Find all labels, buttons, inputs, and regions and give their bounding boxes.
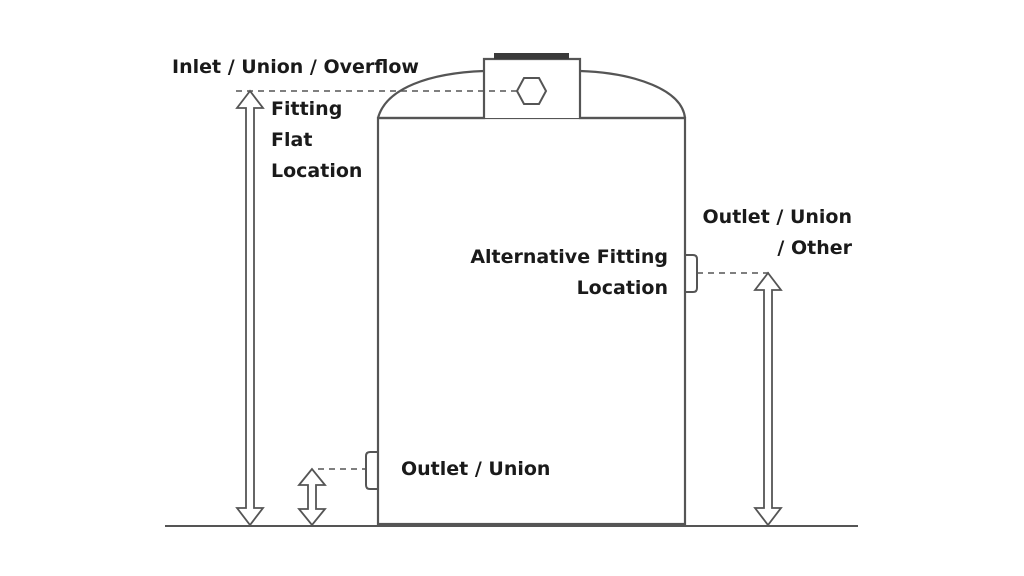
hex-fitting-icon	[515, 77, 548, 105]
alt-fitting-line-2: Location	[576, 277, 668, 299]
outlet-height-arrow	[297, 467, 327, 527]
outlet-fitting-stub	[365, 451, 378, 490]
alt-fitting-height-arrow	[753, 271, 783, 527]
tank-dome	[376, 69, 687, 119]
inlet-union-overflow-label: Inlet / Union / Overflow	[172, 52, 419, 83]
outlet-other-line-2: / Other	[777, 237, 852, 259]
inlet-height-arrow	[235, 89, 265, 527]
alternative-fitting-stub	[685, 254, 698, 293]
alt-fitting-line-1: Alternative Fitting	[470, 246, 668, 268]
inlet-label-line: Inlet / Union / Overflow	[172, 56, 419, 78]
fitting-flat-line-3: Location	[271, 160, 363, 182]
outlet-union-other-label: Outlet / Union / Other	[690, 202, 852, 264]
outlet-union-label: Outlet / Union	[401, 454, 550, 485]
fitting-flat-line-1: Fitting	[271, 98, 343, 120]
alternative-fitting-location-label: Alternative Fitting Location	[470, 242, 668, 304]
fitting-flat-location-label: Fitting Flat Location	[271, 94, 362, 187]
manway-lid	[494, 53, 569, 59]
tank-body	[376, 116, 687, 526]
outlet-other-line-1: Outlet / Union	[702, 206, 852, 228]
outlet-union-line: Outlet / Union	[401, 458, 551, 480]
fitting-flat-line-2: Flat	[271, 129, 313, 151]
